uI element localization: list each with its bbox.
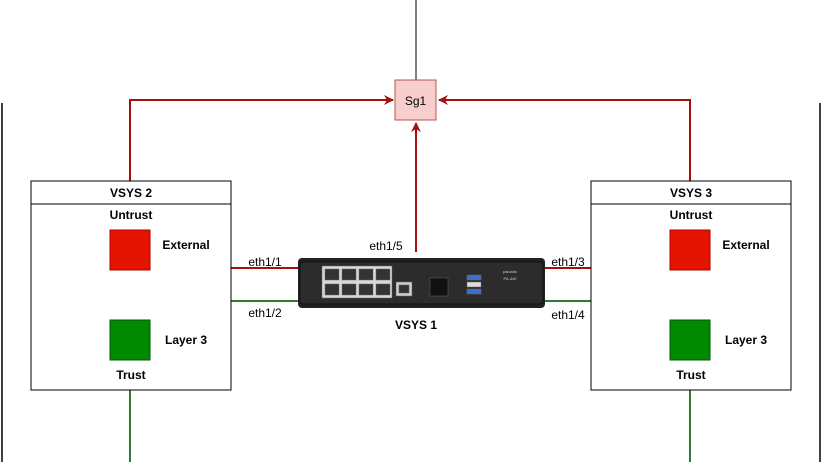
eth1-1-label: eth1/1	[248, 255, 282, 269]
firewall-device[interactable]: paloalto PA-440	[298, 258, 545, 308]
vsys2-title: VSYS 2	[110, 186, 152, 200]
vsys3-trust-label: Trust	[676, 368, 705, 382]
vsys2-container[interactable]: VSYS 2 Untrust External Layer 3 Trust	[30, 180, 232, 391]
vsys2-external-label: External	[162, 238, 209, 252]
device-brand: paloalto	[503, 269, 518, 274]
eth1-3-label: eth1/3	[551, 255, 585, 269]
vsys3-container[interactable]: VSYS 3 Untrust External Layer 3 Trust	[590, 180, 792, 391]
vsys2-trust-label: Trust	[116, 368, 145, 382]
vsys2-untrust-label: Untrust	[110, 208, 153, 222]
vsys3-untrust-label: Untrust	[670, 208, 713, 222]
vsys2-external-zone[interactable]	[109, 229, 151, 271]
eth1-5-label: eth1/5	[369, 239, 403, 253]
vsys3-to-sg1-link	[438, 95, 691, 181]
vsys2-layer3-label: Layer 3	[165, 333, 207, 347]
sg1-node[interactable]: Sg1	[394, 79, 437, 121]
eth1-4-label: eth1/4	[551, 308, 585, 322]
vsys3-title: VSYS 3	[670, 186, 712, 200]
vsys1-label: VSYS 1	[395, 318, 437, 332]
vsys3-layer3-label: Layer 3	[725, 333, 767, 347]
vsys2-layer3-zone[interactable]	[109, 319, 151, 361]
sg1-label: Sg1	[405, 94, 427, 108]
vsys2-to-sg1-link	[129, 95, 394, 181]
vsys3-external-label: External	[722, 238, 769, 252]
vsys3-layer3-zone[interactable]	[669, 319, 711, 361]
device-model: PA-440	[503, 276, 517, 281]
vsys3-external-zone[interactable]	[669, 229, 711, 271]
eth1-2-label: eth1/2	[248, 306, 282, 320]
ethernet-ports	[321, 265, 482, 299]
